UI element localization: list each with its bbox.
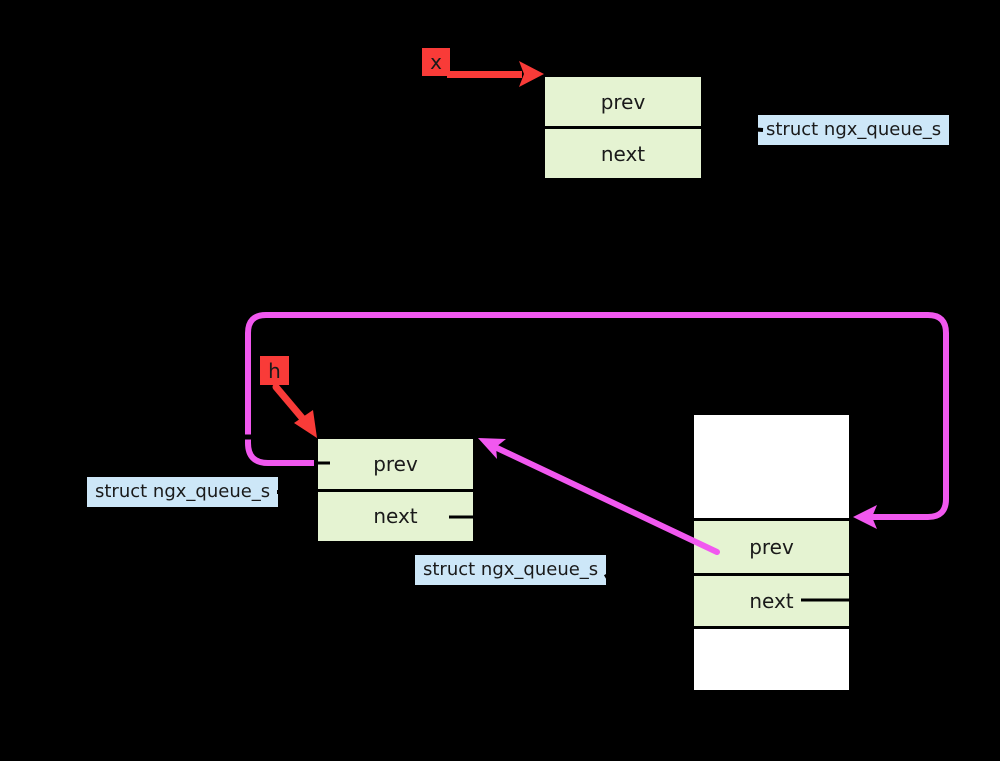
head-prev-field: prev [373,451,418,476]
head-queue-node: prev next [316,437,475,543]
top-prev-field: prev [600,89,646,114]
h-pointer-label: h [268,358,281,383]
loop-arrowhead-icon [853,505,877,529]
tail-next-field: next [694,573,849,626]
head-next-field: next [318,488,473,542]
mid-struct-label: struct ngx_queue_s [415,555,607,585]
tail-prev-link-shaft [494,445,720,555]
tail-memory-bottom [694,626,849,690]
top-next-field: next [545,126,701,178]
tail-prev-arrowhead-icon [478,438,506,459]
tail-memory-top [694,415,849,518]
mid-label-arrow-tick [603,569,617,579]
tail-memory-block: prev next [692,413,851,692]
h-pointer-chip: h [260,356,289,385]
x-pointer-label: x [430,50,442,74]
top-queue-node: prev next [543,75,703,180]
x-pointer-arrowhead-icon [519,61,544,87]
head-struct-label: struct ngx_queue_s [87,477,279,507]
h-pointer-arrowhead-icon [294,410,317,438]
tail-prev-field: prev [694,518,849,573]
x-pointer-chip: x [422,48,450,76]
h-pointer-arrow-shaft [272,383,307,423]
top-struct-label: struct ngx_queue_s [758,115,950,145]
